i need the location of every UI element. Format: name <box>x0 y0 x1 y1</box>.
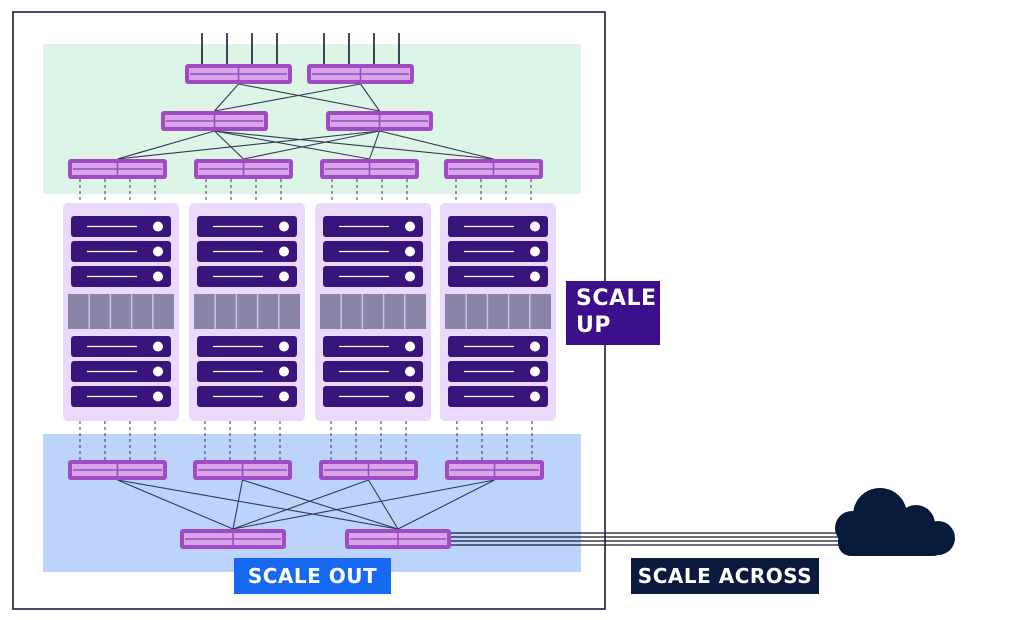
server-icon <box>323 241 423 262</box>
rack <box>315 203 431 421</box>
switch-icon <box>180 529 286 549</box>
server-icon <box>323 386 423 407</box>
switch-icon <box>326 111 433 131</box>
rack <box>63 203 179 421</box>
switch-icon <box>68 460 167 480</box>
server-icon <box>197 361 297 382</box>
scale-up-label: SCALE UP <box>566 281 660 345</box>
server-icon <box>71 361 171 382</box>
scale-out-label: SCALE OUT <box>234 558 391 594</box>
interconnect-icon <box>320 294 426 329</box>
fabric-link <box>117 130 380 160</box>
fabric-link <box>214 130 494 160</box>
server-icon <box>71 386 171 407</box>
interconnect-icon <box>68 294 174 329</box>
switch-icon <box>68 159 167 179</box>
fabric-link <box>368 479 399 530</box>
fabric-link <box>243 130 380 160</box>
server-icon <box>71 266 171 287</box>
fabric-link <box>214 130 370 160</box>
fabric-link <box>117 479 234 530</box>
server-icon <box>323 216 423 237</box>
fabric-link <box>232 479 495 530</box>
fabric-links <box>79 33 850 546</box>
switch-icon <box>320 159 419 179</box>
interconnect-icon <box>194 294 300 329</box>
switch-icon <box>445 460 544 480</box>
switch-icon <box>185 64 292 84</box>
fabric-link <box>232 479 369 530</box>
server-icon <box>448 336 548 357</box>
server-icon <box>448 386 548 407</box>
fabric-link <box>368 130 381 160</box>
switch-icon <box>345 529 451 549</box>
server-icon <box>197 386 297 407</box>
interconnect-icon <box>445 294 551 329</box>
switch-icon <box>319 460 418 480</box>
rack-group <box>63 203 556 421</box>
server-icon <box>323 361 423 382</box>
fabric-link <box>214 83 361 112</box>
rack <box>440 203 556 421</box>
server-icon <box>71 216 171 237</box>
server-icon <box>71 241 171 262</box>
scale-across-label: SCALE ACROSS <box>631 558 819 594</box>
server-icon <box>448 216 548 237</box>
fabric-link <box>214 130 244 160</box>
fabric-link <box>238 83 380 112</box>
rack <box>189 203 305 421</box>
switch-icon <box>307 64 414 84</box>
server-icon <box>448 361 548 382</box>
fabric-link <box>117 130 215 160</box>
fabric-link <box>232 479 244 530</box>
server-icon <box>197 266 297 287</box>
server-icon <box>448 241 548 262</box>
server-icon <box>71 336 171 357</box>
fabric-link <box>117 479 399 530</box>
server-icon <box>197 241 297 262</box>
cloud-icon <box>835 488 955 556</box>
server-icon <box>448 266 548 287</box>
server-icon <box>323 266 423 287</box>
switch-icon <box>161 111 268 131</box>
server-icon <box>323 336 423 357</box>
server-icon <box>197 216 297 237</box>
switch-icon <box>193 460 292 480</box>
fabric-link <box>214 83 239 112</box>
switch-group <box>68 64 544 549</box>
fabric-link <box>379 130 494 160</box>
fabric-link <box>360 83 380 112</box>
switch-icon <box>194 159 293 179</box>
fabric-link <box>242 479 399 530</box>
server-icon <box>197 336 297 357</box>
switch-icon <box>444 159 543 179</box>
fabric-link <box>397 479 495 530</box>
bottom-fabric-area <box>43 434 581 572</box>
